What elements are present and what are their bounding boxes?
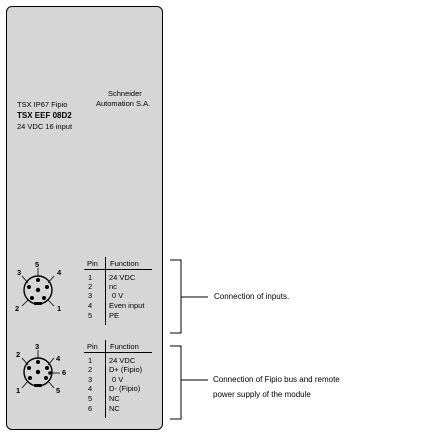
fipio-row-pin: 2 — [88, 365, 93, 374]
module-line-input: 24 VDC 16 input — [17, 122, 73, 131]
fipio-row-pin: 6 — [88, 404, 93, 413]
inputs-bracket — [170, 259, 208, 334]
fipio-row-function: 0 V — [112, 375, 124, 384]
module-reference: TSX EEF 08D2 — [17, 111, 72, 120]
fipio-callout-line2: power supply of the module — [213, 390, 311, 399]
inputs-row-function: Even input — [109, 301, 145, 310]
fipio-row-pin: 4 — [88, 384, 93, 393]
inputs-pin-label-upper-left: 3 — [17, 268, 22, 277]
fipio-pin-label-lower-right: 5 — [56, 386, 61, 395]
brand-name: Schneider — [108, 89, 142, 98]
fipio-row-pin: 3 — [88, 375, 93, 384]
fipio-table-header-rule — [84, 352, 152, 353]
inputs-row-pin: 3 — [88, 291, 93, 300]
inputs-row-function: PE — [109, 311, 120, 320]
inputs-row-pin: 2 — [88, 282, 93, 291]
inputs-pin-label-upper-right: 4 — [57, 268, 62, 277]
inputs-row-function: nc — [109, 282, 117, 291]
inputs-row-pin: 5 — [88, 311, 93, 320]
fipio-row-pin: 5 — [88, 394, 93, 403]
fipio-pin-label-upper-right: 4 — [56, 354, 61, 363]
fipio-connector-icon — [21, 350, 60, 389]
inputs-pin-label-lower-right: 1 — [57, 304, 62, 313]
fipio-table-divider — [105, 340, 106, 418]
fipio-pin-label-upper-left: 2 — [16, 350, 21, 359]
inputs-row-pin: 4 — [88, 301, 93, 310]
brand-automation: Automation S.A. — [96, 99, 151, 108]
fipio-row-function: NC — [109, 404, 120, 413]
inputs-table-header-rule — [84, 269, 152, 270]
fipio-callout-line1: Connection of Fipio bus and remote — [213, 375, 340, 384]
fipio-table-header-function: Function — [110, 342, 139, 351]
fipio-pin-label-top: 3 — [35, 342, 40, 351]
fipio-row-function: D+ (Fipio) — [109, 365, 143, 374]
inputs-row-pin: 1 — [88, 273, 93, 282]
fipio-row-pin: 1 — [88, 356, 93, 365]
fipio-row-function: NC — [109, 394, 120, 403]
fipio-bracket — [170, 345, 208, 420]
inputs-row-function: 0 V — [112, 291, 124, 300]
module-line-fipio: TSX IP67 Fipio — [17, 100, 68, 109]
fipio-pin-label-lower-left: 1 — [16, 386, 21, 395]
inputs-callout: Connection of inputs. — [214, 292, 290, 301]
inputs-pin-label-lower-left: 2 — [15, 304, 20, 313]
fipio-table-header-pin: Pin — [87, 342, 98, 351]
fipio-row-function: 24 VDC — [109, 356, 136, 365]
inputs-connector-icon — [21, 268, 55, 307]
inputs-pin-label-top: 5 — [35, 260, 40, 269]
inputs-table-divider — [105, 257, 106, 325]
fipio-row-function: D- (Fipio) — [109, 384, 141, 393]
fipio-pin-label-right: 6 — [62, 368, 67, 377]
inputs-row-function: 24 VDC — [109, 273, 136, 282]
inputs-table-header-function: Function — [110, 259, 139, 268]
inputs-table-header-pin: Pin — [87, 259, 98, 268]
